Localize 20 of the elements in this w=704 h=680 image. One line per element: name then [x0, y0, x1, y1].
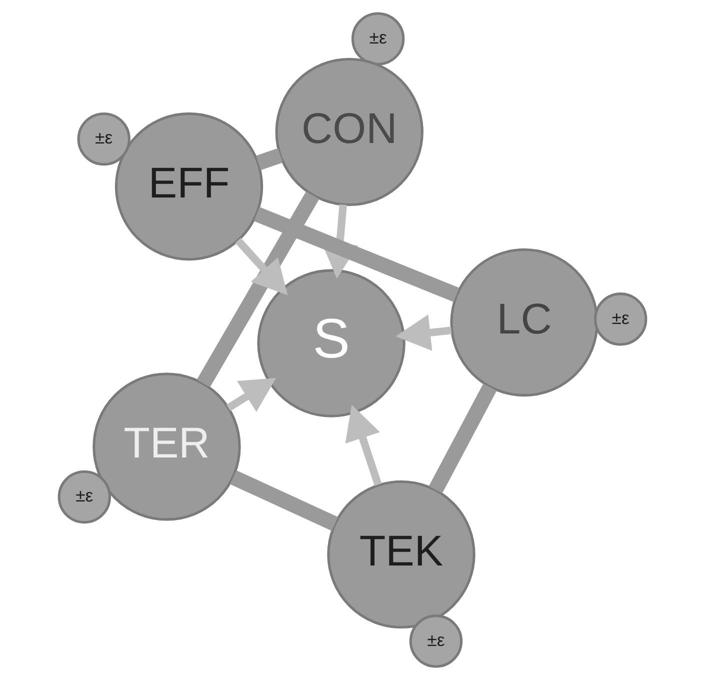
node-circle: ±ε: [76, 112, 130, 166]
node-circle: ±ε: [594, 292, 647, 346]
node-circle: EFF: [114, 112, 263, 261]
node-circle: ±ε: [57, 470, 110, 524]
arrow: [395, 314, 452, 351]
node-circle: TER: [92, 372, 240, 521]
node-circle: CON: [274, 58, 423, 206]
node-circle: TEK: [326, 480, 475, 629]
connector: [253, 206, 459, 302]
node-circle: ±ε: [350, 12, 404, 66]
node-circle: ±ε: [408, 614, 462, 668]
connector: [230, 470, 338, 531]
arrow: [226, 378, 276, 412]
node-circle: LC: [450, 248, 598, 397]
arrow: [234, 238, 288, 296]
connector: [255, 148, 282, 170]
arrow: [344, 404, 382, 486]
connector: [196, 191, 319, 388]
connector: [428, 384, 496, 494]
node-circle: S: [256, 269, 405, 418]
